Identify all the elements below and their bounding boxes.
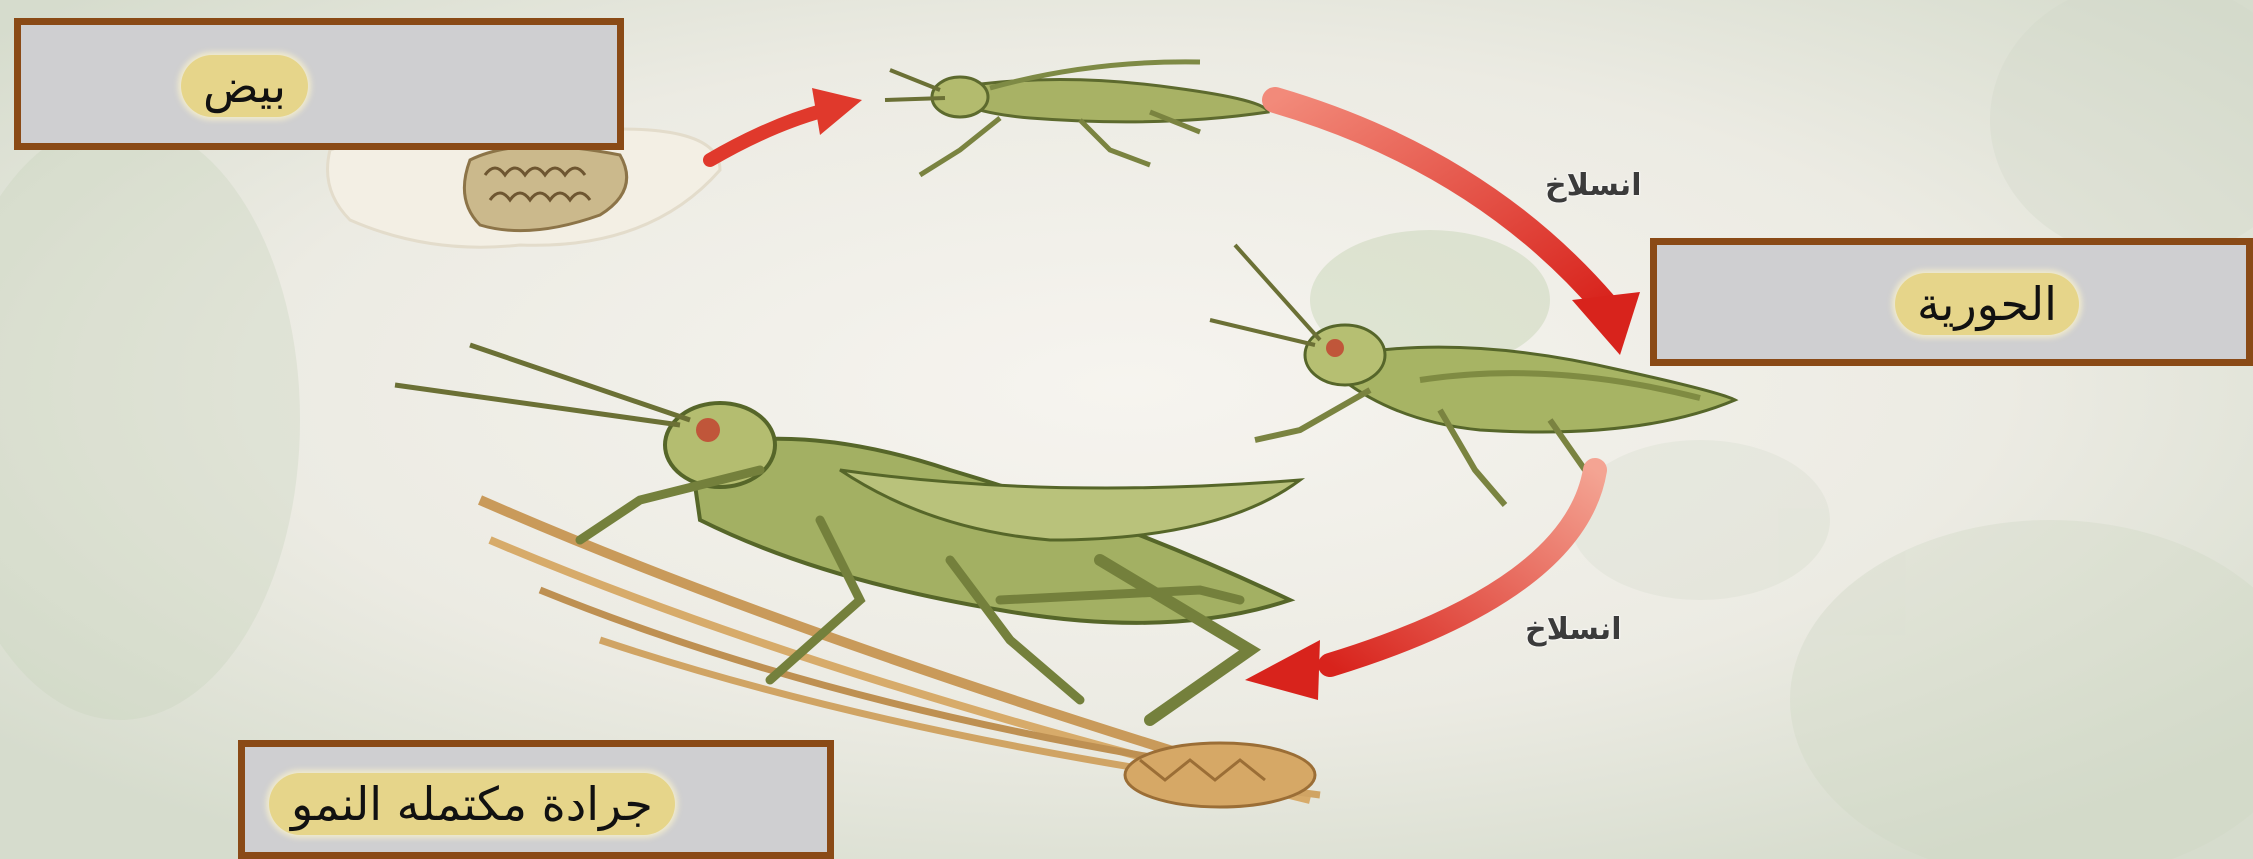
molt-label-2: انسلاخ bbox=[1525, 612, 1621, 647]
adult-label: جرادة مكتمله النمو bbox=[269, 773, 675, 835]
molt-label-1: انسلاخ bbox=[1545, 168, 1641, 203]
nymph-label-box: الحورية bbox=[1650, 238, 2253, 366]
eggs-label-box: بيض bbox=[14, 18, 624, 150]
nymph-label: الحورية bbox=[1895, 273, 2079, 335]
eggs-label: بيض bbox=[181, 55, 308, 117]
adult-label-box: جرادة مكتمله النمو bbox=[238, 740, 834, 859]
